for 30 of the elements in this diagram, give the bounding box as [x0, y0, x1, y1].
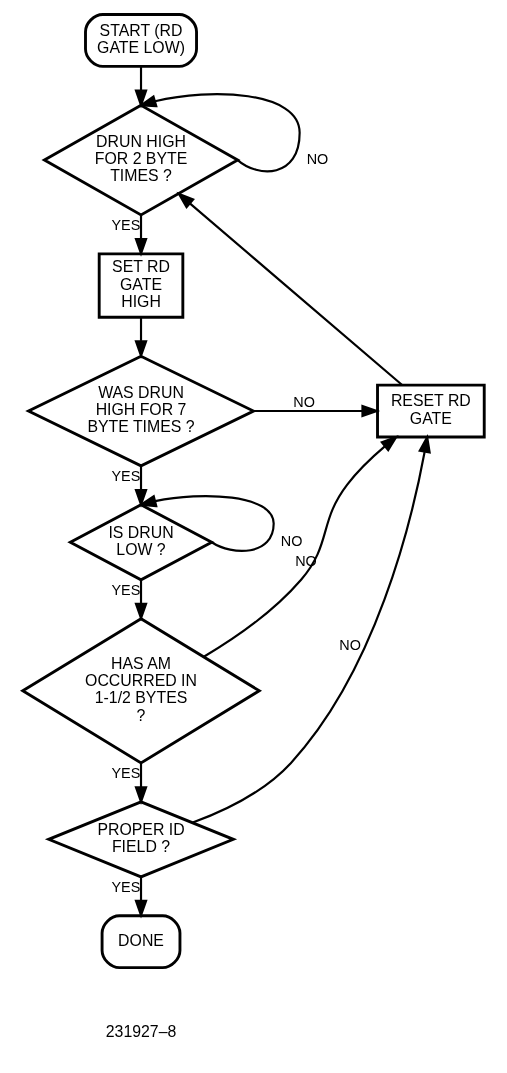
edge-label: NO	[293, 393, 315, 410]
arrow	[134, 317, 148, 360]
edge-label: NO	[339, 636, 361, 653]
arrow	[134, 214, 148, 257]
arrow	[134, 877, 148, 919]
edge-label: YES	[111, 581, 141, 598]
arrow	[137, 494, 275, 552]
arrow	[253, 404, 381, 418]
node-diamond: WAS DRUN HIGH FOR 7 BYTE TIMES ?	[25, 354, 257, 468]
node-diamond: HAS AM OCCURRED IN 1-1/2 BYTES ?	[20, 617, 263, 765]
arrow	[134, 66, 148, 109]
arrow	[176, 191, 403, 386]
edge-label: YES	[111, 216, 141, 233]
arrow	[203, 435, 399, 658]
node-diamond: DRUN HIGH FOR 2 BYTE TIMES ?	[41, 103, 241, 217]
label: 231927–8	[105, 1022, 177, 1040]
arrow	[134, 762, 148, 806]
edge-label: YES	[111, 468, 141, 485]
node-box: SET RD GATE HIGH	[97, 252, 185, 319]
arrow	[134, 580, 148, 622]
edge-label: NO	[280, 532, 303, 549]
edge-label: YES	[111, 878, 141, 895]
node-diamond: PROPER ID FIELD ?	[44, 800, 238, 879]
edge-label: NO	[306, 150, 329, 167]
node-box: START (RD GATE LOW)	[84, 13, 198, 68]
node-box: DONE	[100, 914, 182, 970]
arrow	[192, 434, 431, 824]
node-box: RESET RD GATE	[376, 383, 486, 439]
node-diamond: IS DRUN LOW ?	[67, 503, 215, 582]
edge-label: YES	[111, 764, 141, 781]
